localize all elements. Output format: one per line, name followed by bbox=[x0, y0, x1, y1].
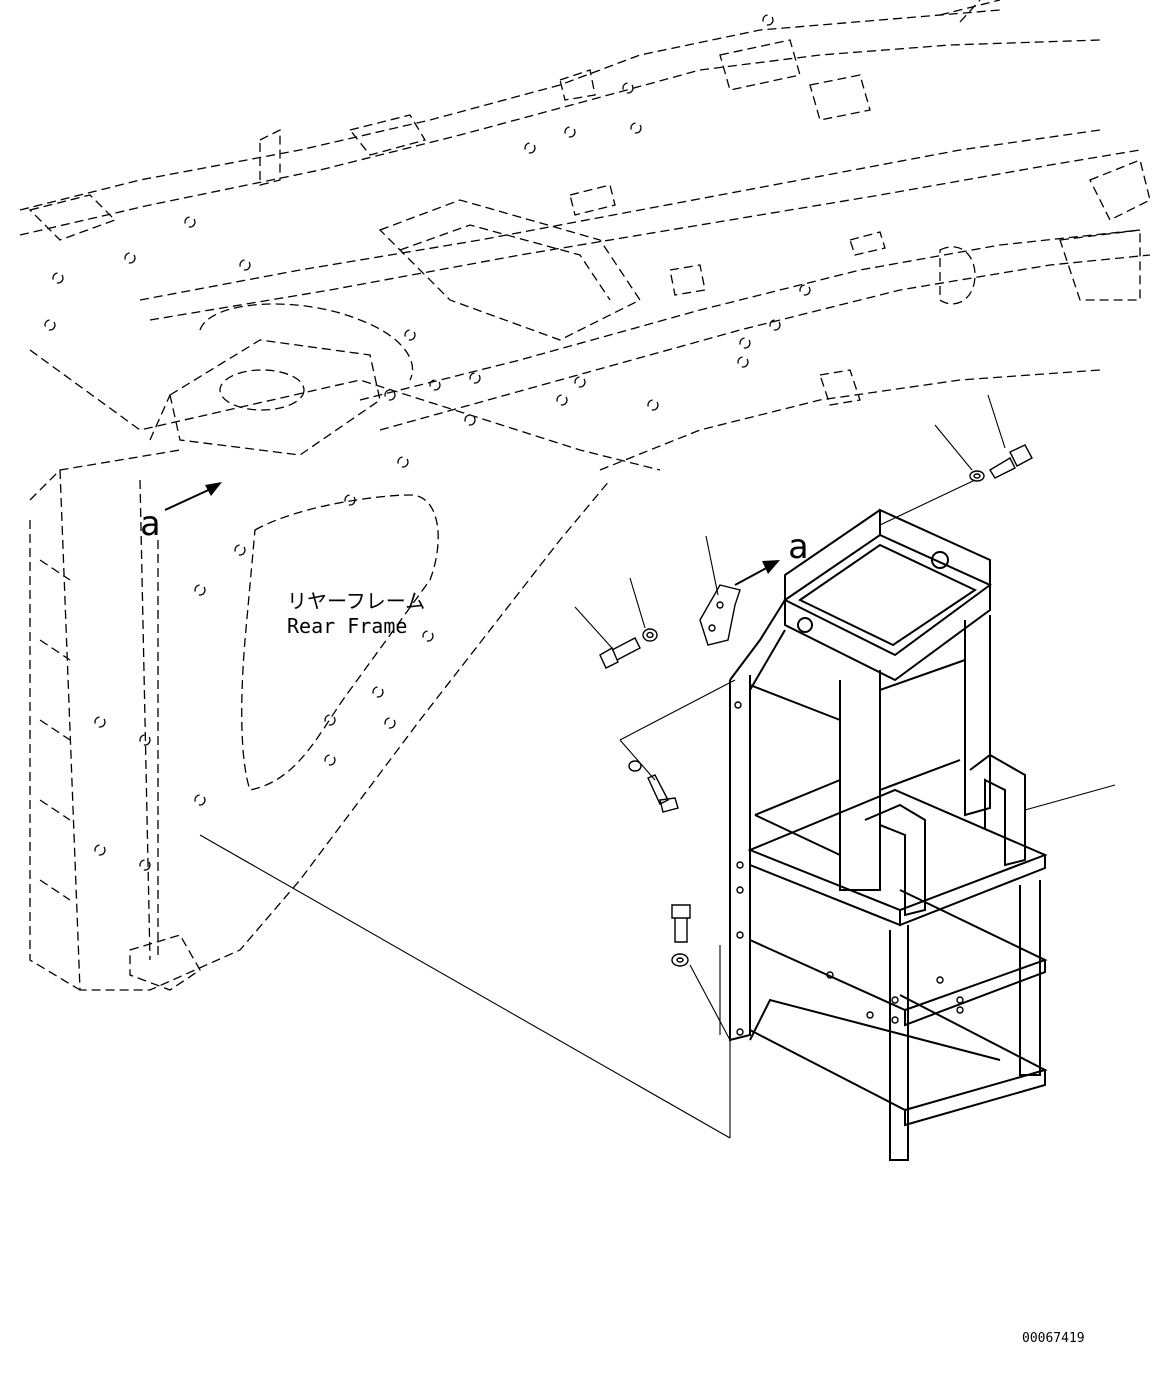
view-marker-label: a bbox=[140, 504, 160, 544]
frame-bolt-holes bbox=[44, 14, 811, 871]
bracket-plate bbox=[699, 584, 741, 646]
drawing-number: 00067419 bbox=[1022, 1331, 1085, 1346]
rear-frame-phantom bbox=[19, 0, 1151, 991]
frame-name-jp: リヤーフレーム bbox=[287, 589, 425, 613]
view-marker-label-2: a bbox=[788, 527, 808, 567]
leader-lines bbox=[157, 394, 1116, 1139]
frame-name-en: Rear Frame bbox=[287, 614, 407, 638]
bolt-vertical bbox=[671, 904, 691, 967]
battery-stand bbox=[729, 508, 1048, 1161]
washer-upper-right bbox=[969, 470, 985, 482]
bolt-left bbox=[599, 637, 641, 669]
washer-left bbox=[642, 628, 658, 642]
bolt-middle bbox=[628, 760, 679, 813]
bolt-upper-right bbox=[989, 444, 1033, 479]
